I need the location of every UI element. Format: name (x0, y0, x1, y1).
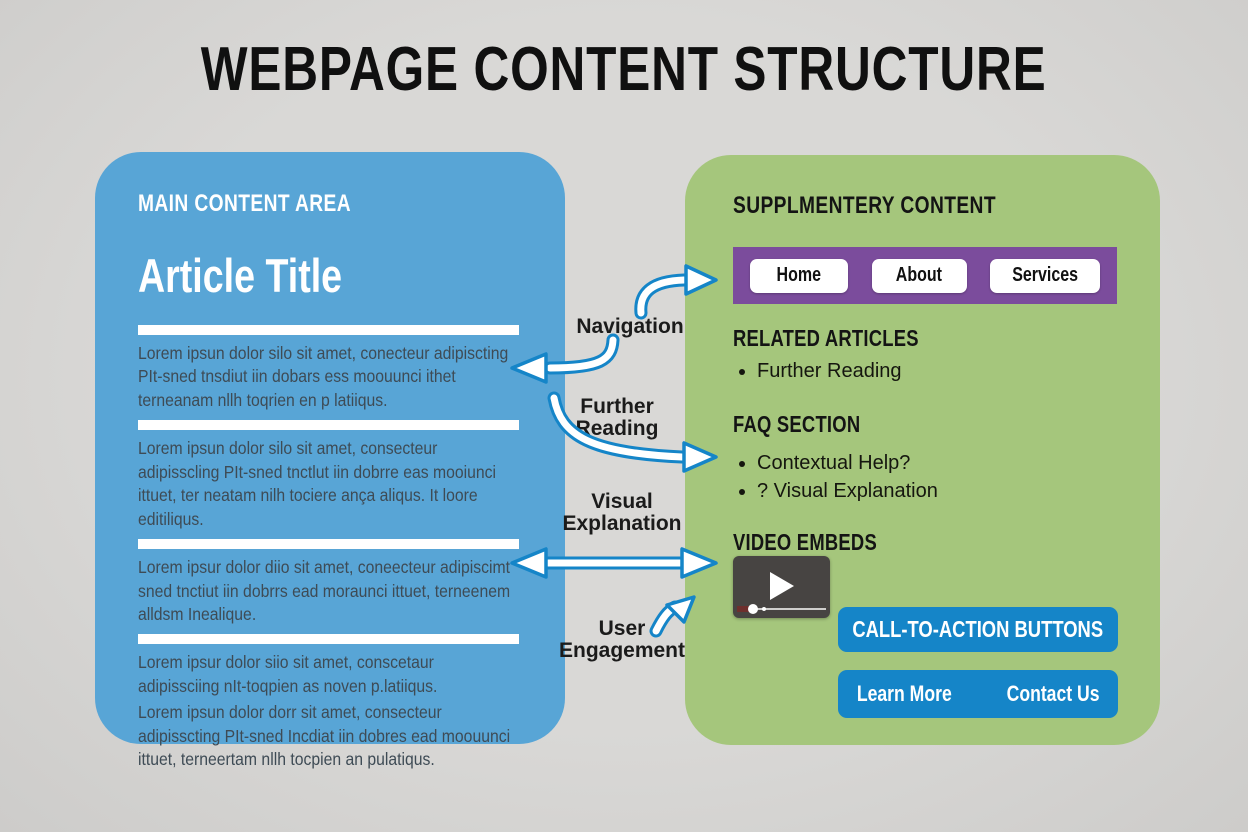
connector-label-further-reading: Further Reading (575, 395, 659, 441)
text-divider (138, 325, 519, 335)
cta-primary-button[interactable]: CALL-TO-ACTION BUTTONS (838, 607, 1118, 652)
supplementary-panel-header: SUPPLMENTERY CONTENT (733, 192, 996, 219)
text-divider (138, 539, 519, 550)
text-divider (138, 420, 519, 431)
video-progress-dot (762, 607, 766, 611)
cta-secondary-bar: Learn More Contact Us (838, 670, 1118, 718)
article-paragraph: Lorem ipsur dolor siio sit amet, conscet… (138, 652, 438, 696)
video-progress-knob[interactable] (748, 604, 758, 614)
page-title-text: WEBPAGE CONTENT STRUCTURE (201, 35, 1047, 104)
article-paragraph: Lorem ipsun dolor silo sit amet, consect… (138, 438, 497, 529)
connector-label-navigation: Navigation (576, 315, 684, 338)
faq-heading: FAQ SECTION (733, 411, 861, 437)
nav-bar: Home About Services (733, 247, 1117, 304)
text-divider (138, 634, 519, 645)
faq-list: Contextual Help? ? Visual Explanation (733, 451, 1118, 504)
video-player[interactable] (733, 556, 830, 618)
page-title: WEBPAGE CONTENT STRUCTURE (0, 34, 1248, 105)
nav-button-home[interactable]: Home (750, 258, 848, 293)
contact-us-button[interactable]: Contact Us (995, 681, 1111, 707)
connector-label-visual-explanation: Visual Explanation (562, 490, 682, 536)
article-paragraph: Lorem ipsur dolor diio sit amet, coneect… (138, 557, 511, 624)
article-paragraph: Lorem ipsun dolor silo sit amet, conecte… (138, 343, 509, 410)
supplementary-content-panel: SUPPLMENTERY CONTENT Home About Services… (685, 155, 1160, 745)
video-progress-played (737, 606, 751, 612)
list-item: ? Visual Explanation (757, 479, 1118, 504)
article-paragraph: Lorem ipsun dolor dorr sit amet, consect… (138, 702, 511, 770)
connector-label-user-engagement: User Engagement (558, 617, 686, 663)
nav-button-about[interactable]: About (871, 258, 967, 293)
related-articles-list: Further Reading (733, 359, 1118, 384)
video-progress-bar[interactable] (737, 608, 826, 610)
main-content-panel: MAIN CONTENT AREA Article Title Lorem ip… (95, 152, 565, 769)
list-item: Contextual Help? (757, 451, 1118, 476)
nav-button-services[interactable]: Services (990, 258, 1100, 293)
play-icon[interactable] (770, 572, 794, 600)
video-embeds-heading: VIDEO EMBEDS (733, 529, 877, 555)
article-body: Lorem ipsun dolor silo sit amet, conecte… (138, 325, 521, 772)
list-item: Further Reading (757, 359, 1118, 384)
main-panel-header: MAIN CONTENT AREA (138, 190, 352, 217)
article-title: Article Title (138, 249, 343, 302)
related-articles-heading: RELATED ARTICLES (733, 325, 919, 351)
learn-more-button[interactable]: Learn More (845, 681, 964, 707)
